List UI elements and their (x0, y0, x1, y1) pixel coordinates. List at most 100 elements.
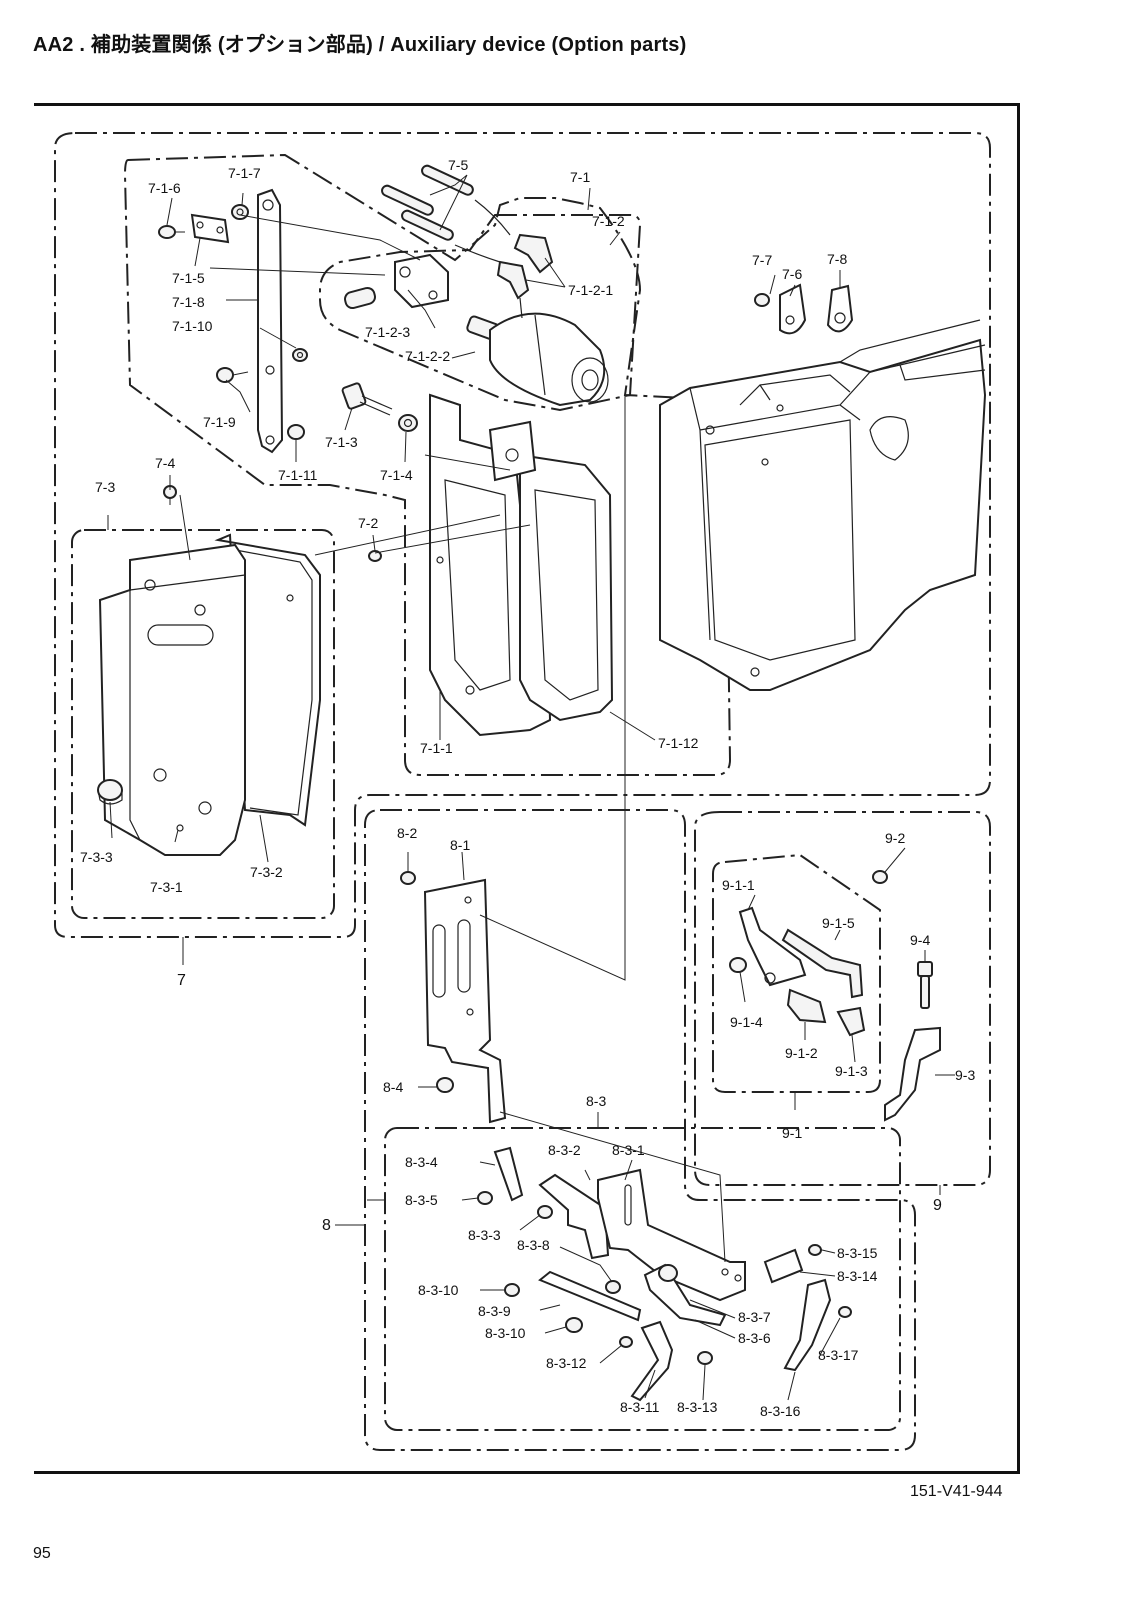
label-8-3-12: 8-3-12 (546, 1355, 587, 1371)
link-7-1-8 (257, 188, 284, 454)
label-9-1-4: 9-1-4 (730, 1014, 763, 1030)
label-7-1-7: 7-1-7 (228, 165, 261, 181)
screw-7-1-9 (216, 367, 249, 383)
valve-9-1-2 (786, 988, 827, 1024)
drawing-code: 151-V41-944 (910, 1483, 1003, 1500)
group-9-boundary (694, 811, 991, 1186)
washer-7-1-10 (292, 348, 308, 362)
link-8-3-2 (538, 1173, 610, 1260)
block-7-1-2-3 (344, 253, 449, 310)
label-7-3-1: 7-3-1 (150, 879, 183, 895)
screw-8-3-15 (808, 1244, 822, 1256)
label-8-3-8: 8-3-8 (517, 1237, 550, 1253)
finger-8-3-11 (630, 1320, 674, 1402)
label-group-7: 7 (177, 972, 186, 989)
guide-9-3 (884, 1026, 941, 1122)
label-7-1-2-2: 7-1-2-2 (405, 348, 450, 364)
label-8-3-16: 8-3-16 (760, 1403, 801, 1419)
screw-8-3-12 (619, 1336, 633, 1348)
label-7-1-3: 7-1-3 (325, 434, 358, 450)
label-7-5: 7-5 (448, 157, 468, 173)
tubes-7-5 (381, 164, 511, 263)
label-7-6: 7-6 (782, 266, 802, 282)
label-7-1-6: 7-1-6 (148, 180, 181, 196)
frame-bottom-border (34, 1471, 1020, 1474)
machine-arm-body (659, 319, 987, 691)
label-9-1-1: 9-1-1 (722, 877, 755, 893)
label-8-3-2: 8-3-2 (548, 1142, 581, 1158)
label-7-1-12: 7-1-12 (658, 735, 699, 751)
label-7-1-11: 7-1-11 (278, 467, 318, 483)
screw-8-3-10-upper (504, 1283, 520, 1297)
label-7-1: 7-1 (570, 169, 590, 185)
tube-9-1-5 (781, 928, 864, 999)
cylinder-7-1-2-2 (466, 312, 609, 407)
label-8-1: 8-1 (450, 837, 470, 853)
label-7-1-9: 7-1-9 (203, 414, 236, 430)
label-9-1-5: 9-1-5 (822, 915, 855, 931)
clamp-7-8 (826, 284, 854, 333)
link-8-3-9 (538, 1270, 642, 1322)
label-group-8: 8 (322, 1217, 331, 1234)
label-8-3-15: 8-3-15 (837, 1245, 878, 1261)
shaft-7-1-3 (341, 382, 393, 416)
label-8-3-7: 8-3-7 (738, 1309, 771, 1325)
bracket-9-1-1 (738, 906, 807, 987)
label-8-3-14: 8-3-14 (837, 1268, 878, 1284)
screw-8-3-17 (838, 1306, 852, 1318)
label-group-9: 9 (933, 1197, 942, 1214)
knob-7-3-3 (97, 779, 123, 805)
washer-7-1-7 (231, 204, 249, 220)
clamp-7-6 (779, 283, 807, 335)
group-9-1-boundary (712, 853, 881, 1093)
collar-7-1-4 (398, 414, 418, 432)
label-8-3-4: 8-3-4 (405, 1154, 438, 1170)
label-8-3-10-upper: 8-3-10 (418, 1282, 459, 1298)
label-8-3-3: 8-3-3 (468, 1227, 501, 1243)
screw-8-3-3 (537, 1205, 553, 1219)
link-8-3-4 (493, 1146, 524, 1202)
frame-right-border (1017, 103, 1020, 1473)
label-8-2: 8-2 (397, 825, 417, 841)
page-title: AA2 . 補助装置関係 (オプション部品) / Auxiliary devic… (33, 34, 687, 56)
label-7-4: 7-4 (155, 455, 175, 471)
group-7-1-boundary (123, 153, 732, 776)
label-7-2: 7-2 (358, 515, 378, 531)
label-8-3-1: 8-3-1 (612, 1142, 645, 1158)
label-8-3-11: 8-3-11 (620, 1399, 660, 1415)
group-8-boundary (364, 809, 916, 1451)
label-7-1-2-1: 7-1-2-1 (568, 282, 613, 298)
group-8-3-boundary (384, 1127, 901, 1431)
bracket-8-1 (423, 878, 507, 1124)
fitting-7-1-2-1 (496, 233, 554, 319)
label-7-3-3: 7-3-3 (80, 849, 113, 865)
cover-7-3-1 (98, 533, 321, 856)
label-8-4: 8-4 (383, 1079, 403, 1095)
fitting-9-1-3 (836, 1006, 866, 1037)
label-7-1-1: 7-1-1 (420, 740, 453, 756)
label-7-7: 7-7 (752, 252, 772, 268)
label-9-1: 9-1 (782, 1125, 802, 1141)
screw-8-2 (400, 871, 416, 885)
group-7-boundary (54, 132, 991, 938)
label-9-3: 9-3 (955, 1067, 975, 1083)
screw-8-4 (436, 1077, 454, 1093)
label-7-1-10: 7-1-10 (172, 318, 213, 334)
label-8-3-17: 8-3-17 (818, 1347, 859, 1363)
screw-9-2 (872, 870, 888, 884)
label-9-4: 9-4 (910, 932, 930, 948)
label-7-8: 7-8 (827, 251, 847, 267)
bolt-7-7 (754, 293, 770, 307)
group-7-3-boundary (71, 529, 335, 919)
label-8-3-13: 8-3-13 (677, 1399, 718, 1415)
label-7-1-2: 7-1-2 (592, 213, 625, 229)
pin-8-3-7 (658, 1264, 678, 1282)
plate-7-1-5 (190, 213, 230, 244)
screw-8-3-13 (697, 1351, 713, 1365)
part-labels: 7-1-7 7-1-6 7-1-5 7-1-8 7-1-10 7-1-9 7-1… (80, 157, 975, 1419)
label-7-3-2: 7-3-2 (250, 864, 283, 880)
label-8-3: 8-3 (586, 1093, 606, 1109)
label-8-3-10-lower: 8-3-10 (485, 1325, 526, 1341)
frame-top-border (34, 103, 1020, 106)
